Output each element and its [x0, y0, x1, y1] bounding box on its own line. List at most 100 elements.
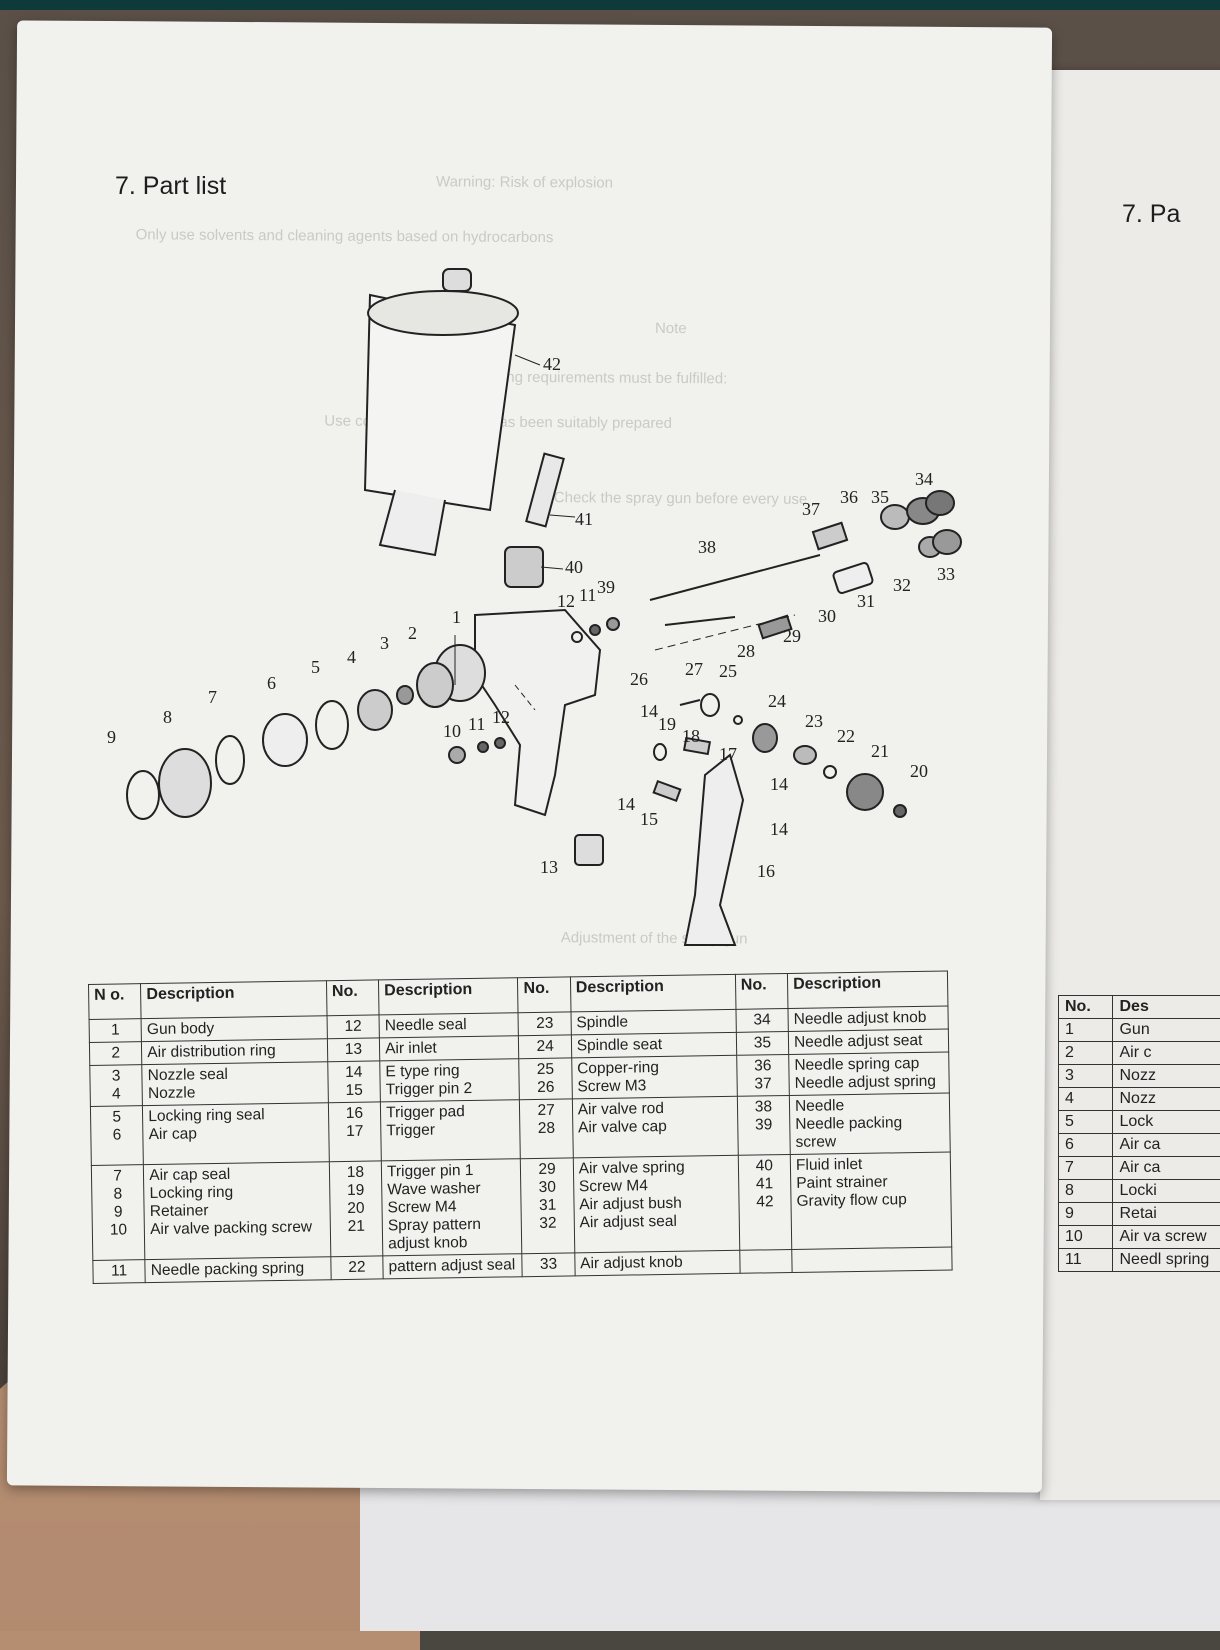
part-number: 23	[524, 1015, 566, 1034]
part-description: Fluid inlet	[796, 1155, 945, 1175]
trigger	[685, 755, 743, 945]
right-part-number: 7	[1059, 1157, 1113, 1180]
part-number: 11	[98, 1262, 140, 1281]
part-number-cell: 35	[736, 1032, 789, 1056]
right-part-number: 6	[1059, 1134, 1113, 1157]
copper-ring	[701, 694, 719, 716]
right-part-number: 11	[1059, 1249, 1113, 1272]
header-no-4: No.	[735, 974, 788, 1010]
label-13: 13	[540, 857, 558, 877]
air-adjust-bush	[832, 562, 873, 594]
part-description: Gun body	[147, 1018, 322, 1039]
header-description-3: Description	[570, 974, 736, 1012]
label-27: 27	[685, 659, 703, 679]
right-part-number: 1	[1059, 1019, 1113, 1042]
right-part-number: 10	[1059, 1226, 1113, 1249]
part-number: 25	[525, 1061, 567, 1080]
label-22: 22	[837, 726, 855, 746]
air-inlet	[575, 835, 603, 865]
spray-pattern-knob	[847, 774, 883, 810]
ghost-text: Only use solvents and cleaning agents ba…	[136, 226, 554, 246]
label-14-b: 14	[617, 794, 635, 814]
part-description: Spray pattern adjust knob	[388, 1215, 517, 1253]
label-20: 20	[910, 761, 928, 781]
locking-ring	[159, 749, 211, 817]
right-part-description: Needl spring	[1113, 1249, 1220, 1272]
right-page-title: 7. Pa	[1122, 200, 1180, 229]
part-number: 21	[336, 1217, 378, 1236]
part-number-cell: 23	[518, 1012, 571, 1036]
label-28: 28	[737, 641, 755, 661]
exploded-view-diagram: 42 41 40 39 11 12 38 37 36 35 34 33 32 3…	[95, 255, 975, 975]
label-25: 25	[719, 661, 737, 681]
label-10: 10	[443, 721, 461, 741]
label-36: 36	[840, 487, 858, 507]
part-number: 4	[96, 1085, 138, 1104]
right-part-number: 5	[1059, 1111, 1113, 1134]
air-valve-rod	[665, 617, 735, 625]
needle-adjust-seat	[881, 505, 909, 529]
right-part-description: Locki	[1113, 1180, 1220, 1203]
label-18: 18	[682, 726, 700, 746]
part-number: 27	[525, 1101, 567, 1120]
right-part-description: Nozz	[1113, 1065, 1220, 1088]
part-description: Gravity flow cup	[796, 1191, 945, 1211]
needle-spring	[813, 523, 847, 549]
part-description: Paint strainer	[796, 1173, 945, 1193]
part-description: Needle adjust knob	[794, 1009, 943, 1029]
part-number: 15	[333, 1082, 375, 1101]
part-number: 10	[98, 1221, 140, 1240]
part-description: Trigger pin 2	[386, 1079, 515, 1099]
right-part-number: 3	[1059, 1065, 1113, 1088]
part-number: 18	[335, 1163, 377, 1182]
right-page	[1040, 70, 1220, 1500]
label-41: 41	[575, 509, 593, 529]
label-15: 15	[640, 809, 658, 829]
right-part-description: Air ca	[1113, 1157, 1220, 1180]
part-number: 17	[334, 1123, 376, 1142]
part-description-cell: Air inlet	[379, 1036, 519, 1061]
locking-ring-seal	[316, 701, 348, 749]
part-description: pattern adjust seal	[388, 1256, 517, 1276]
label-33: 33	[937, 564, 955, 584]
part-description-cell: Spindle seat	[571, 1032, 736, 1058]
label-42: 42	[543, 354, 561, 374]
part-number: 42	[744, 1193, 786, 1212]
label-1: 1	[452, 607, 461, 627]
part-number: 41	[744, 1175, 786, 1194]
part-number: 33	[528, 1255, 570, 1274]
label-16: 16	[757, 861, 775, 881]
right-part-number: 9	[1059, 1203, 1113, 1226]
label-21: 21	[871, 741, 889, 761]
label-14-a: 14	[640, 701, 658, 721]
part-description-cell: Air adjust knob	[575, 1250, 740, 1276]
part-number: 22	[336, 1258, 378, 1277]
part-description: Spindle	[576, 1012, 730, 1032]
header-no-2: No.	[326, 980, 379, 1016]
retainer	[127, 771, 159, 819]
part-description	[797, 1250, 946, 1270]
part-number-cell: 1	[89, 1019, 142, 1043]
part-description: Wave washer	[387, 1179, 516, 1199]
spray-gun-drawing: 42 41 40 39 11 12 38 37 36 35 34 33 32 3…	[95, 255, 975, 975]
label-17: 17	[719, 744, 737, 764]
label-30: 30	[818, 606, 836, 626]
cup-lid	[368, 291, 518, 335]
right-part-description: Lock	[1113, 1111, 1220, 1134]
part-description: Air cap	[149, 1123, 324, 1144]
needle-knob-end	[926, 491, 954, 515]
part-number: 20	[335, 1199, 377, 1218]
top-bar	[0, 0, 1220, 10]
part-description: Trigger	[386, 1120, 515, 1140]
part-number: 12	[332, 1018, 374, 1037]
right-part-description: Air va screw	[1113, 1226, 1220, 1249]
